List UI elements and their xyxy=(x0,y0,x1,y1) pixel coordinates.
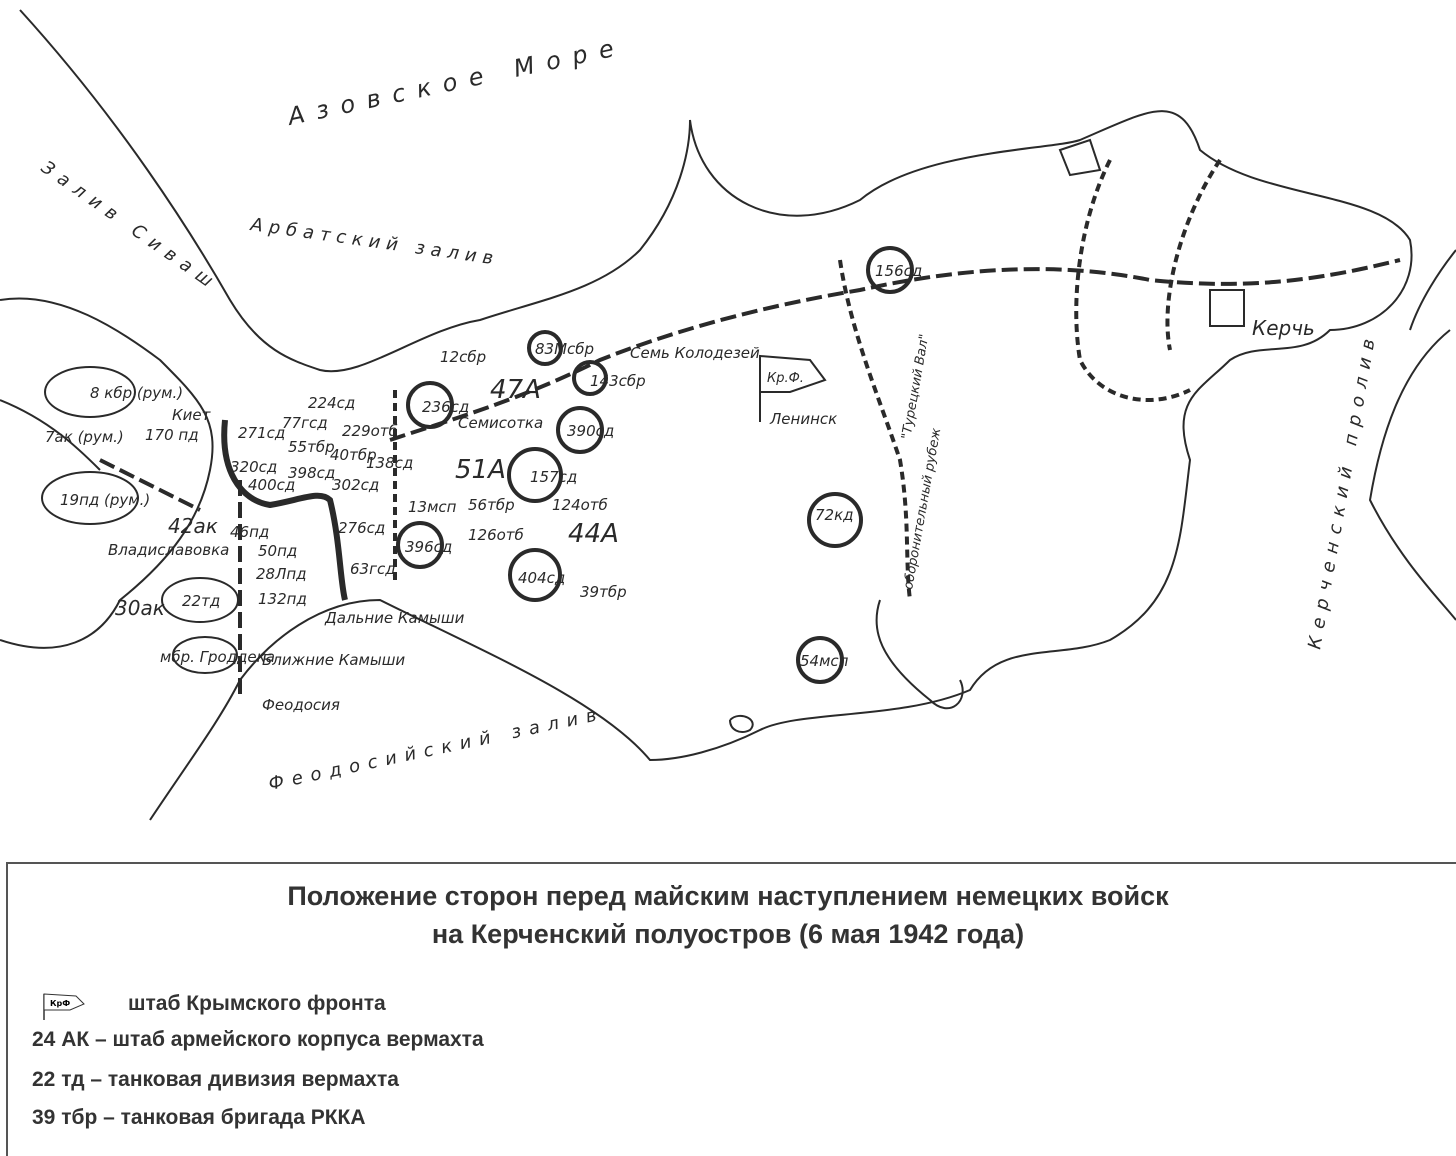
unit-label: 320сд xyxy=(230,458,277,476)
legend-item: 24 АК – штаб армейского корпуса вермахта xyxy=(32,1028,484,1051)
unit-label: 13мсп xyxy=(408,498,457,516)
unit-label: 396сд xyxy=(405,538,452,556)
divider xyxy=(6,862,8,1156)
unit-label: 132пд xyxy=(258,590,307,608)
front-lines xyxy=(99,158,1401,700)
unit-label: 77гсд xyxy=(282,414,328,432)
unit-label: 404сд xyxy=(518,569,565,587)
unit-labels: 8 кбр (рум.) 7ак (рум.) 170 пд 19пд (рум… xyxy=(45,262,922,670)
svg-text:КрФ: КрФ xyxy=(50,999,70,1008)
unit-label: 236сд xyxy=(422,398,469,416)
unit-label: 56тбр xyxy=(468,496,515,514)
unit-label: мбр. Гроддека xyxy=(160,648,275,666)
hq-label: Кр.Ф. xyxy=(767,371,804,386)
unit-label: 390сд xyxy=(567,422,614,440)
unit-label: 12сбр xyxy=(440,348,486,366)
unit-label: 143сбр xyxy=(590,372,646,390)
place-blizhnie-kamyshi: Ближние Камыши xyxy=(262,651,405,669)
place-dalnie-kamyshi: Дальние Камыши xyxy=(324,609,465,627)
unit-label: 54мсп xyxy=(800,652,849,670)
turkish-wall-label: "Турецкий Вал" xyxy=(899,333,932,441)
unit-label: 83Мсбр xyxy=(535,340,594,358)
legend-item: штаб Крымского фронта xyxy=(128,992,386,1015)
hq-flag-icon xyxy=(759,354,827,422)
unit-label: 7ак (рум.) xyxy=(45,428,124,446)
unit-label: 156сд xyxy=(875,262,922,280)
azov-sea-label: Азовское Море xyxy=(283,32,627,131)
place-semisotka: Семисотка xyxy=(458,414,543,432)
unit-label: 400сд xyxy=(248,476,295,494)
arabat-bay-label: Арбатский залив xyxy=(248,214,500,270)
place-leninsk: Ленинск xyxy=(769,410,837,428)
map: Азовское Море Арбатский залив Залив Сива… xyxy=(0,9,1456,821)
kerch-strait-label: Керченский пролив xyxy=(1304,329,1381,650)
map-title-line1: Положение сторон перед майским наступлен… xyxy=(287,881,1169,911)
unit-label: 302сд xyxy=(332,476,379,494)
unit-label: 46пд xyxy=(230,523,269,541)
unit-label: 8 кбр (рум.) xyxy=(90,384,183,402)
unit-label: 271сд xyxy=(238,424,285,442)
place-feodosia: Феодосия xyxy=(262,696,340,714)
unit-label: 138сд xyxy=(366,454,413,472)
unit-label: 40тбр xyxy=(330,446,377,464)
place-vladislavovka: Владиславовка xyxy=(108,541,229,559)
unit-label: 224сд xyxy=(308,394,355,412)
place-kiet: Киет xyxy=(172,406,212,424)
defense-line-label: оборонительный рубеж xyxy=(901,427,944,591)
unit-label: 39тбр xyxy=(580,583,627,601)
unit-label: 72кд xyxy=(815,506,854,524)
unit-label: 124отб xyxy=(552,496,608,514)
corps-42: 42ак xyxy=(168,514,218,538)
feodosia-bay-label: Феодосийский залив xyxy=(267,703,607,795)
unit-label: 63гсд xyxy=(350,560,396,578)
kerch-city-marker xyxy=(1209,289,1245,327)
place-sem-kolodezei: Семь Колодезей xyxy=(630,344,760,362)
map-title-line2: на Керченский полуостров (6 мая 1942 год… xyxy=(431,919,1025,949)
legend-item: 39 тбр – танковая бригада РККА xyxy=(32,1106,366,1129)
unit-label: 22тд xyxy=(182,592,220,610)
unit-label: 157сд xyxy=(530,468,577,486)
army-44: 44А xyxy=(568,519,619,549)
legend-item: 22 тд – танковая дивизия вермахта xyxy=(32,1068,399,1091)
army-47: 47А xyxy=(490,375,541,405)
unit-label: 170 пд xyxy=(145,426,199,444)
divider xyxy=(8,862,1456,864)
legend-hq-flag-icon: КрФ xyxy=(40,990,90,1028)
unit-label: 28Лпд xyxy=(256,565,307,583)
army-51: 51А xyxy=(455,455,506,485)
sivash-label: Залив Сиваш xyxy=(37,157,223,296)
unit-label: 55тбр xyxy=(288,438,335,456)
coastline xyxy=(0,9,1456,821)
unit-label: 126отб xyxy=(468,526,524,544)
unit-label: 50пд xyxy=(258,542,297,560)
unit-symbols xyxy=(41,246,914,684)
unit-label: 398сд xyxy=(288,464,335,482)
place-kerch: Керчь xyxy=(1252,316,1315,340)
unit-label: 229отб xyxy=(342,422,398,440)
unit-label: 19пд (рум.) xyxy=(60,491,150,509)
corps-30: 30ак xyxy=(115,596,165,620)
unit-label: 276сд xyxy=(338,519,385,537)
